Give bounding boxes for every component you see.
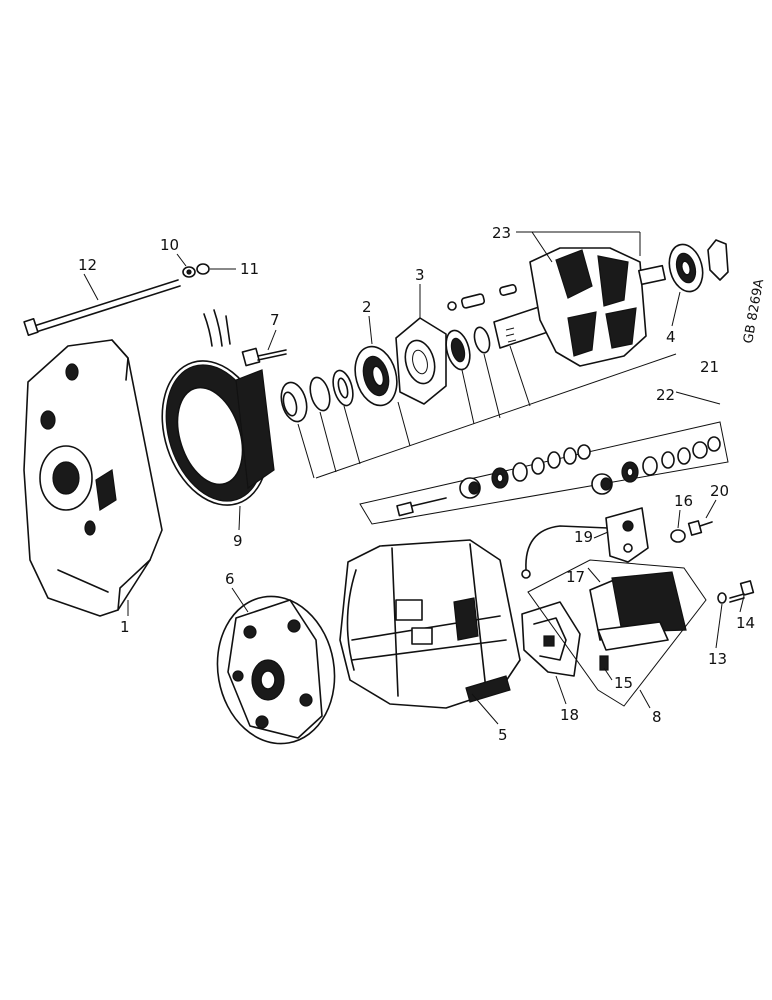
key-and-screw: [447, 284, 517, 311]
callout-2: 2: [362, 298, 372, 316]
spacer-ring: [445, 326, 491, 371]
callout-13: 13: [708, 650, 727, 668]
callout-11: 11: [240, 260, 259, 278]
callout-5: 5: [498, 726, 508, 744]
callout-20: 20: [710, 482, 729, 500]
slip-ring-housing-5: [339, 539, 521, 709]
stator-9: [161, 309, 275, 506]
drive-end-housing-1: [23, 339, 163, 617]
screw-7: [241, 347, 287, 367]
callout-12: 12: [78, 256, 97, 274]
drawing-code: GB 8269A: [741, 278, 767, 345]
ball-bearing-2: [354, 345, 398, 407]
retainer-plate-3: [395, 317, 447, 405]
callout-4: 4: [666, 328, 676, 346]
through-bolt-12: [23, 279, 181, 337]
regulator-8: [527, 559, 707, 707]
callout-16: 16: [674, 492, 693, 510]
screw-14: [729, 580, 755, 603]
rotor-23: [493, 247, 666, 367]
callout-labels: 1 2 3 4 5 6 7 8 9 10 11 12 13 14 15 16 1…: [78, 224, 755, 744]
callout-3: 3: [415, 266, 425, 284]
bracket-23: [516, 231, 641, 263]
callout-15: 15: [614, 674, 633, 692]
nut-11: [196, 263, 210, 275]
callout-10: 10: [160, 236, 179, 254]
callout-14: 14: [736, 614, 755, 632]
callout-8: 8: [652, 708, 662, 726]
callout-7: 7: [270, 311, 280, 329]
screw-20: [687, 520, 713, 536]
callout-1: 1: [120, 618, 130, 636]
washer-16: [670, 529, 686, 543]
leader-lines: [83, 253, 745, 725]
nut-and-washers: [280, 369, 354, 423]
callout-9: 9: [233, 532, 243, 550]
bearing-4: [668, 243, 704, 293]
cover-18: [521, 601, 581, 677]
callout-23: 23: [492, 224, 511, 242]
terminal-19: [521, 507, 649, 579]
washer-13: [717, 592, 727, 604]
leader-21: [297, 345, 677, 479]
callout-19: 19: [574, 528, 593, 546]
retainer-clip: [707, 239, 729, 281]
callout-6: 6: [225, 570, 235, 588]
rectifier-6: [216, 595, 336, 745]
kit-22: [359, 421, 729, 525]
callout-17: 17: [566, 568, 585, 586]
callout-18: 18: [560, 706, 579, 724]
callout-22: 22: [656, 386, 675, 404]
callout-21: 21: [700, 358, 719, 376]
